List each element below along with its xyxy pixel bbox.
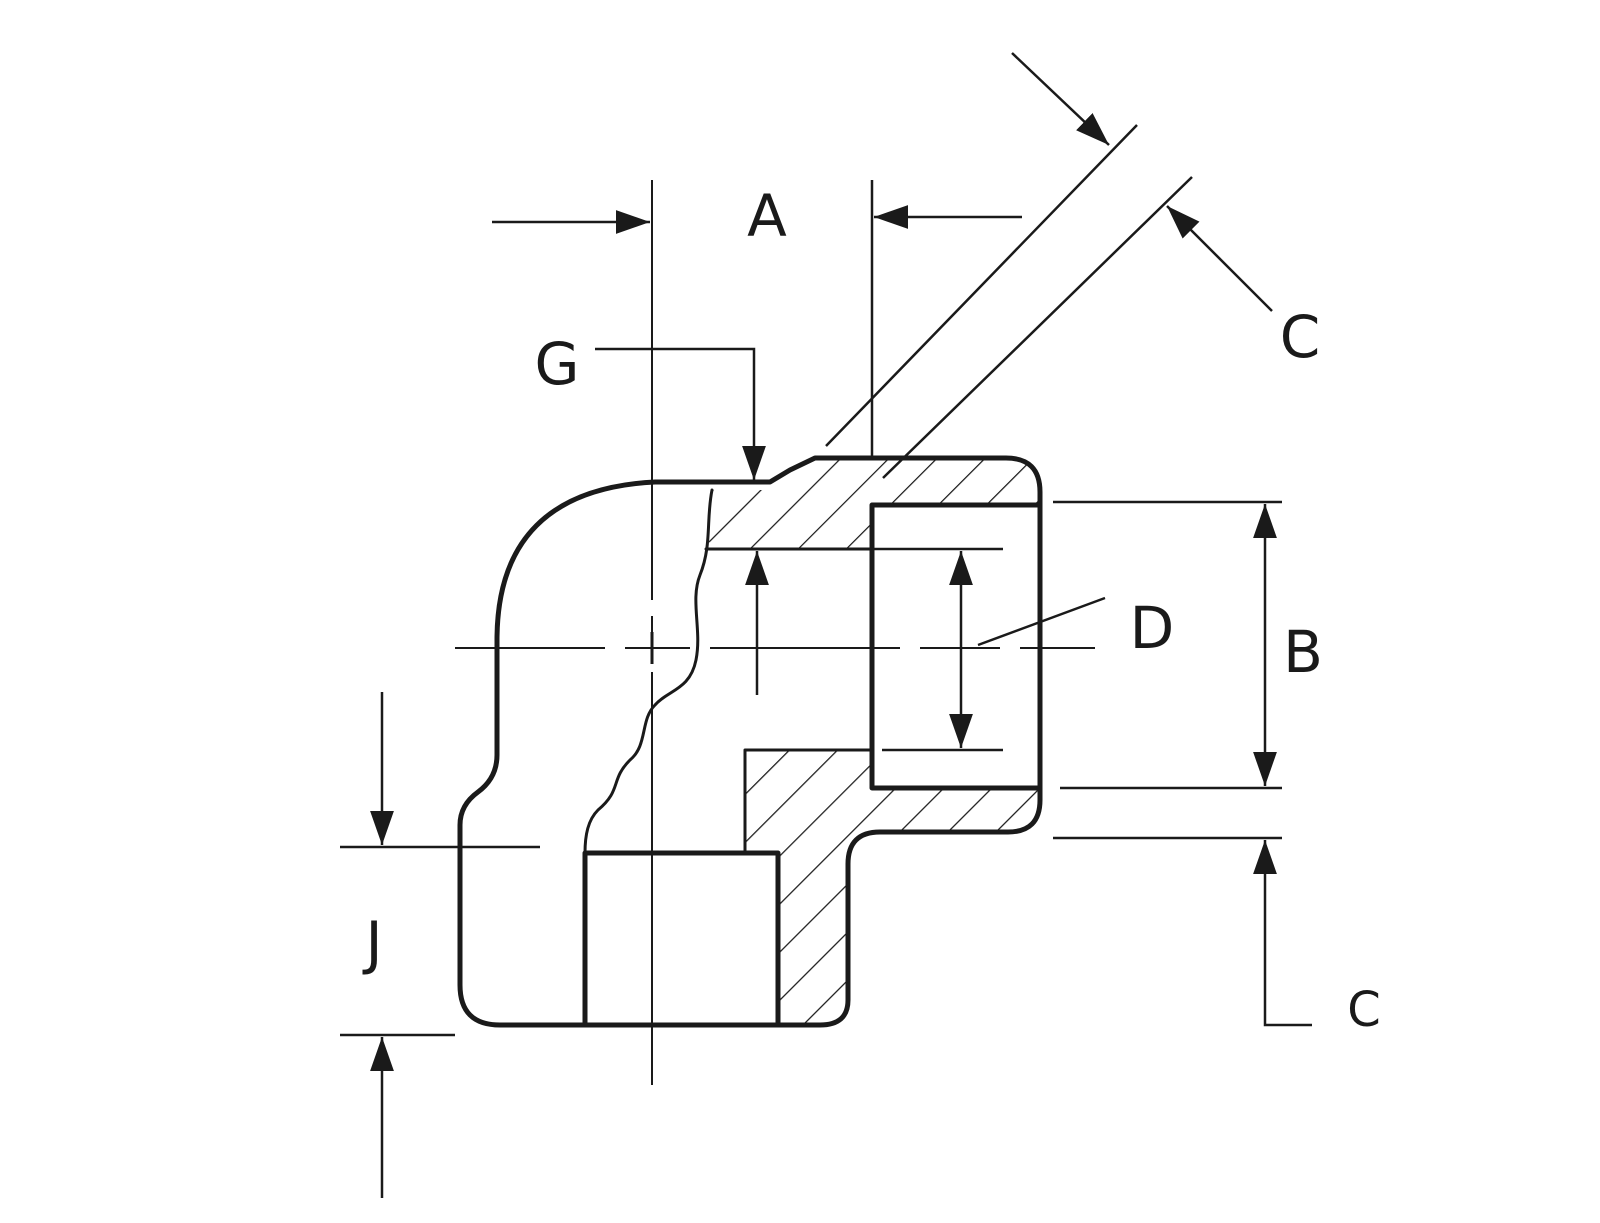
dim-c-arrow-inner bbox=[1166, 205, 1273, 312]
dim-c-lower-arrow bbox=[1253, 840, 1312, 1027]
hatch-upper-wall bbox=[700, 458, 872, 549]
label-b: B bbox=[1283, 618, 1323, 686]
label-d: D bbox=[1130, 594, 1175, 662]
dim-c-extension-inner bbox=[882, 176, 1193, 479]
dim-d-leader bbox=[977, 596, 1106, 647]
dim-c-arrow-outer bbox=[1011, 52, 1110, 146]
dim-c-extension-outer bbox=[825, 124, 1138, 447]
dimension-d bbox=[872, 547, 1106, 752]
dimension-b bbox=[1053, 500, 1282, 790]
label-a: A bbox=[747, 182, 787, 250]
section-hatching bbox=[700, 458, 1040, 1025]
label-c-upper: C bbox=[1280, 303, 1321, 371]
label-j: J bbox=[362, 909, 382, 977]
hatch-socket-top-wall bbox=[872, 458, 1040, 505]
outer-contour bbox=[457, 455, 1043, 1028]
dimension-c-upper bbox=[825, 52, 1273, 479]
center-lines bbox=[455, 180, 1095, 1085]
hatch-lower-wall bbox=[745, 750, 1040, 1025]
dimension-j bbox=[340, 692, 540, 1198]
bottom-socket-bore bbox=[582, 850, 781, 1028]
dimension-c-lower bbox=[1053, 836, 1312, 1027]
lower-passage-corner bbox=[743, 748, 874, 855]
right-socket-bore bbox=[869, 502, 1043, 791]
dim-g-leader bbox=[595, 347, 766, 480]
fitting-body bbox=[457, 455, 1043, 1028]
dimension-g bbox=[595, 347, 769, 695]
label-g: G bbox=[535, 330, 580, 398]
break-line bbox=[583, 488, 714, 855]
dimension-a bbox=[492, 180, 1022, 458]
label-c-lower: C bbox=[1347, 982, 1381, 1038]
